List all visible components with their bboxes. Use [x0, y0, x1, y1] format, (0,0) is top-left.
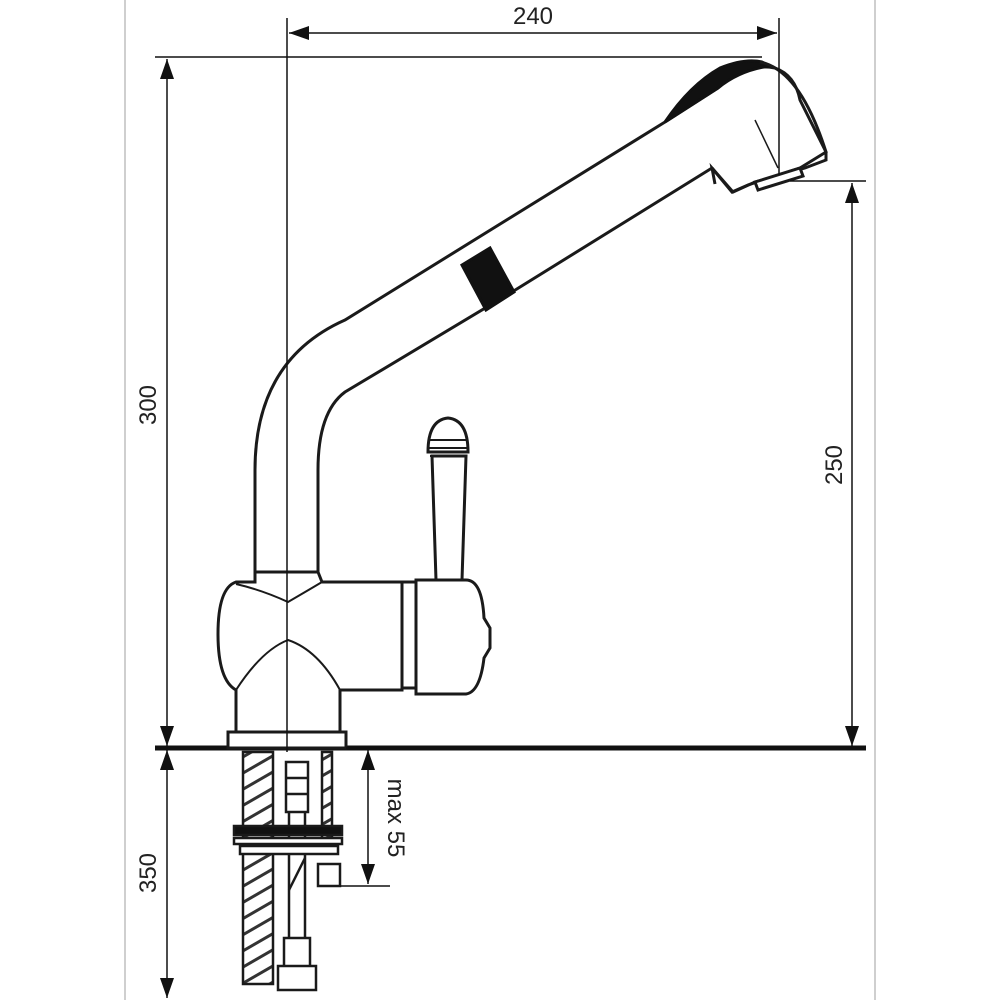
fitting-bottom	[282, 936, 312, 970]
fitting-top	[284, 760, 310, 814]
spout-pipe	[253, 65, 828, 572]
lever-knob	[426, 416, 470, 454]
washer-thin	[232, 836, 344, 846]
spout-ring	[460, 245, 516, 313]
dimension-lines	[155, 18, 866, 998]
body-lower-curve	[235, 638, 341, 691]
dim-label-300: 300	[135, 385, 162, 425]
mounting-nut	[316, 862, 342, 888]
under-counter-assembly	[232, 750, 344, 992]
nozzle	[753, 166, 805, 192]
spout-head	[663, 59, 776, 124]
dim-label-350: 350	[135, 853, 162, 893]
faucet-body	[216, 59, 828, 750]
braided-hose-left	[241, 750, 275, 986]
body-top-curve	[235, 581, 323, 604]
fitting-bottom-nut	[276, 964, 318, 992]
dim-label-max55: max 55	[382, 779, 409, 858]
washer-plate	[238, 844, 340, 856]
washer-thick	[232, 824, 344, 837]
cartridge-block	[414, 578, 492, 696]
nozzle-slant	[754, 119, 779, 169]
dim-label-250: 250	[821, 445, 848, 485]
cartridge-collar	[400, 580, 418, 690]
dim-label-240: 240	[513, 3, 553, 30]
lever-handle	[430, 454, 468, 582]
pipe-diagonal	[287, 857, 307, 891]
